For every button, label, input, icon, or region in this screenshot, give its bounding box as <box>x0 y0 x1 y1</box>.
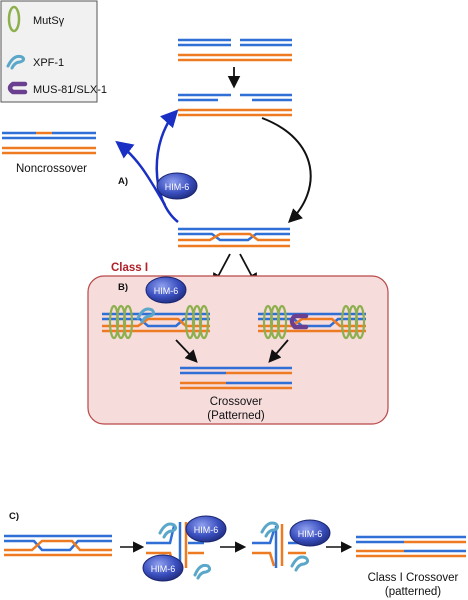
panel-label-c: C) <box>9 511 19 522</box>
class-one-title: Class I <box>111 262 148 274</box>
crossover-label: Crossover <box>210 396 263 408</box>
legend-item-mus81: MUS-81/SLX-1 <box>7 81 107 96</box>
xpf1-hook-icon <box>193 563 212 580</box>
legend-label-mus81: MUS-81/SLX-1 <box>33 84 107 96</box>
him6-label-a: HIM-6 <box>165 182 190 192</box>
arrow-resection-to-joint <box>261 117 312 223</box>
dhj-left <box>102 304 210 340</box>
him6-badge-c2: HIM-6 <box>142 554 184 582</box>
him6-label-b: HIM-6 <box>154 286 179 296</box>
panel-label-b: B) <box>118 282 128 293</box>
green-ring-icon <box>7 5 21 33</box>
legend-item-xpf1: XPF-1 <box>6 54 64 70</box>
patterned-label: (Patterned) <box>207 410 265 422</box>
panel-label-a: A) <box>118 176 128 187</box>
dhj-right <box>258 304 366 340</box>
arrow-right-to-crossover <box>268 339 289 363</box>
patterned-lower-label: (patterned) <box>385 586 441 598</box>
mutsg-ring-group-right <box>262 304 366 340</box>
xpf1-hook-icon <box>136 307 156 324</box>
dsb-duplex-top <box>178 38 292 62</box>
xpf1-hook-icon <box>6 54 26 70</box>
him6-label-c3: HIM-6 <box>298 529 323 539</box>
xpf1-hook-icon <box>260 521 280 538</box>
him6-badge-b: HIM-6 <box>145 276 187 304</box>
arrow-to-noncrossover-blue <box>115 140 167 206</box>
legend-box: MutSγ XPF-1 MUS-81/SLX-1 <box>0 0 107 103</box>
noncrossover-label: Noncrossover <box>16 163 87 175</box>
c-crossover-duplex <box>356 535 466 558</box>
mutsg-ring-group-left <box>108 304 210 340</box>
him6-label-c2: HIM-6 <box>151 564 176 574</box>
xpf1-hook-icon <box>158 522 178 539</box>
arrow-left-to-crossover <box>175 339 198 363</box>
joint-molecule <box>178 227 290 248</box>
arrow-joint-to-resection-blue <box>155 109 179 223</box>
him6-badge-c3: HIM-6 <box>289 519 331 547</box>
noncrossover-duplex <box>2 131 96 155</box>
him6-badge-a: HIM-6 <box>156 172 198 200</box>
mus81-clamp-icon <box>289 313 309 330</box>
resected-duplex <box>178 93 292 117</box>
xpf1-hook-icon <box>290 555 310 572</box>
legend-item-mutsg: MutSγ <box>7 5 65 33</box>
him6-label-c1: HIM-6 <box>194 525 219 535</box>
c-dhj <box>4 534 112 557</box>
crossover-duplex <box>180 366 292 390</box>
mus81-clamp-icon <box>7 81 28 95</box>
class-one-crossover-label: Class I Crossover <box>368 572 459 584</box>
legend-label-xpf1: XPF-1 <box>33 57 64 69</box>
legend-label-mutsg: MutSγ <box>33 15 65 27</box>
him6-badge-c1: HIM-6 <box>185 515 227 543</box>
